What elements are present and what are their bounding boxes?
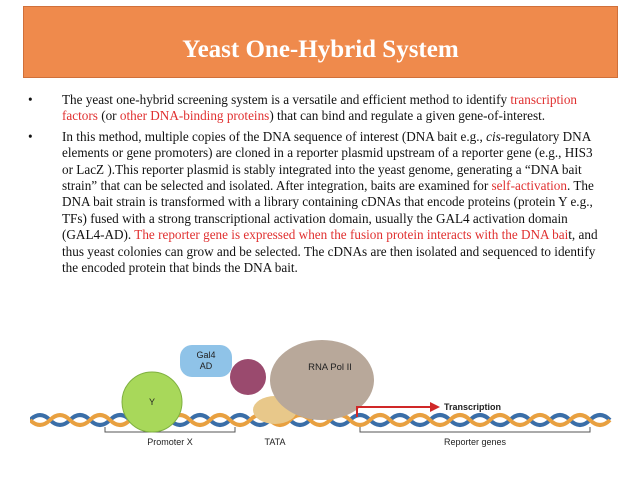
gal4-ad-shape bbox=[180, 345, 232, 377]
bullet2-text-3: . The DNA bait strain is transformed wit… bbox=[62, 178, 594, 243]
bullet2-text-1: In this method, multiple copies of the D… bbox=[62, 128, 487, 144]
bullet1-text-3: ) that can bind and regulate a given gen… bbox=[269, 108, 546, 124]
promoter-label: Promoter X bbox=[147, 437, 193, 447]
protein-y-shape bbox=[121, 371, 183, 433]
bullet1-text-2: (or bbox=[97, 108, 120, 124]
transcription-arrow bbox=[356, 406, 430, 417]
bullet1-highlight-tf: transcription factors bbox=[62, 92, 578, 124]
bullet1-text-1: The yeast one-hybrid screening system is… bbox=[62, 92, 511, 107]
bullet-marker: • bbox=[28, 92, 33, 107]
slide-title: Yeast One-Hybrid System bbox=[182, 36, 459, 63]
y1h-diagram: Gal4 AD Y RNA Pol II Transcription Promo… bbox=[30, 340, 612, 447]
reporter-bracket bbox=[359, 427, 591, 433]
promoter-bracket bbox=[104, 427, 236, 433]
transcription-label: Transcription bbox=[444, 402, 501, 412]
tata-label: TATA bbox=[265, 437, 286, 447]
bullet2-italic-cis: cis bbox=[486, 128, 501, 144]
protein-y-label: Y bbox=[149, 397, 155, 407]
purple-factor-shape bbox=[230, 359, 266, 395]
gal4-label-1: Gal4 bbox=[196, 350, 215, 360]
bullet-item-1: • The yeast one-hybrid screening system … bbox=[28, 92, 606, 125]
bullet2-highlight-reporter: The reporter gene is expressed when the … bbox=[134, 227, 569, 243]
rna-pol-label: RNA Pol II bbox=[308, 362, 352, 373]
gal4-label-2: AD bbox=[200, 361, 213, 371]
rna-pol-shape bbox=[270, 340, 374, 420]
bullet2-text-4: t, and thus yeast colonies can grow and … bbox=[62, 227, 598, 276]
reporter-label: Reporter genes bbox=[444, 437, 507, 447]
transcription-arrowhead bbox=[430, 402, 440, 412]
dna-strand-orange bbox=[30, 413, 612, 427]
bullet-list: • The yeast one-hybrid screening system … bbox=[28, 92, 606, 280]
bullet2-text-2: -regulatory DNA elements or gene promote… bbox=[62, 128, 593, 194]
bullet2-highlight-self-activation: self-activation bbox=[491, 178, 567, 194]
title-banner: Yeast One-Hybrid System bbox=[23, 6, 618, 78]
bullet-item-2: • In this method, multiple copies of the… bbox=[28, 129, 606, 277]
bullet-marker: • bbox=[28, 128, 33, 144]
bullet1-highlight-dbp: other DNA-binding proteins bbox=[119, 108, 270, 124]
